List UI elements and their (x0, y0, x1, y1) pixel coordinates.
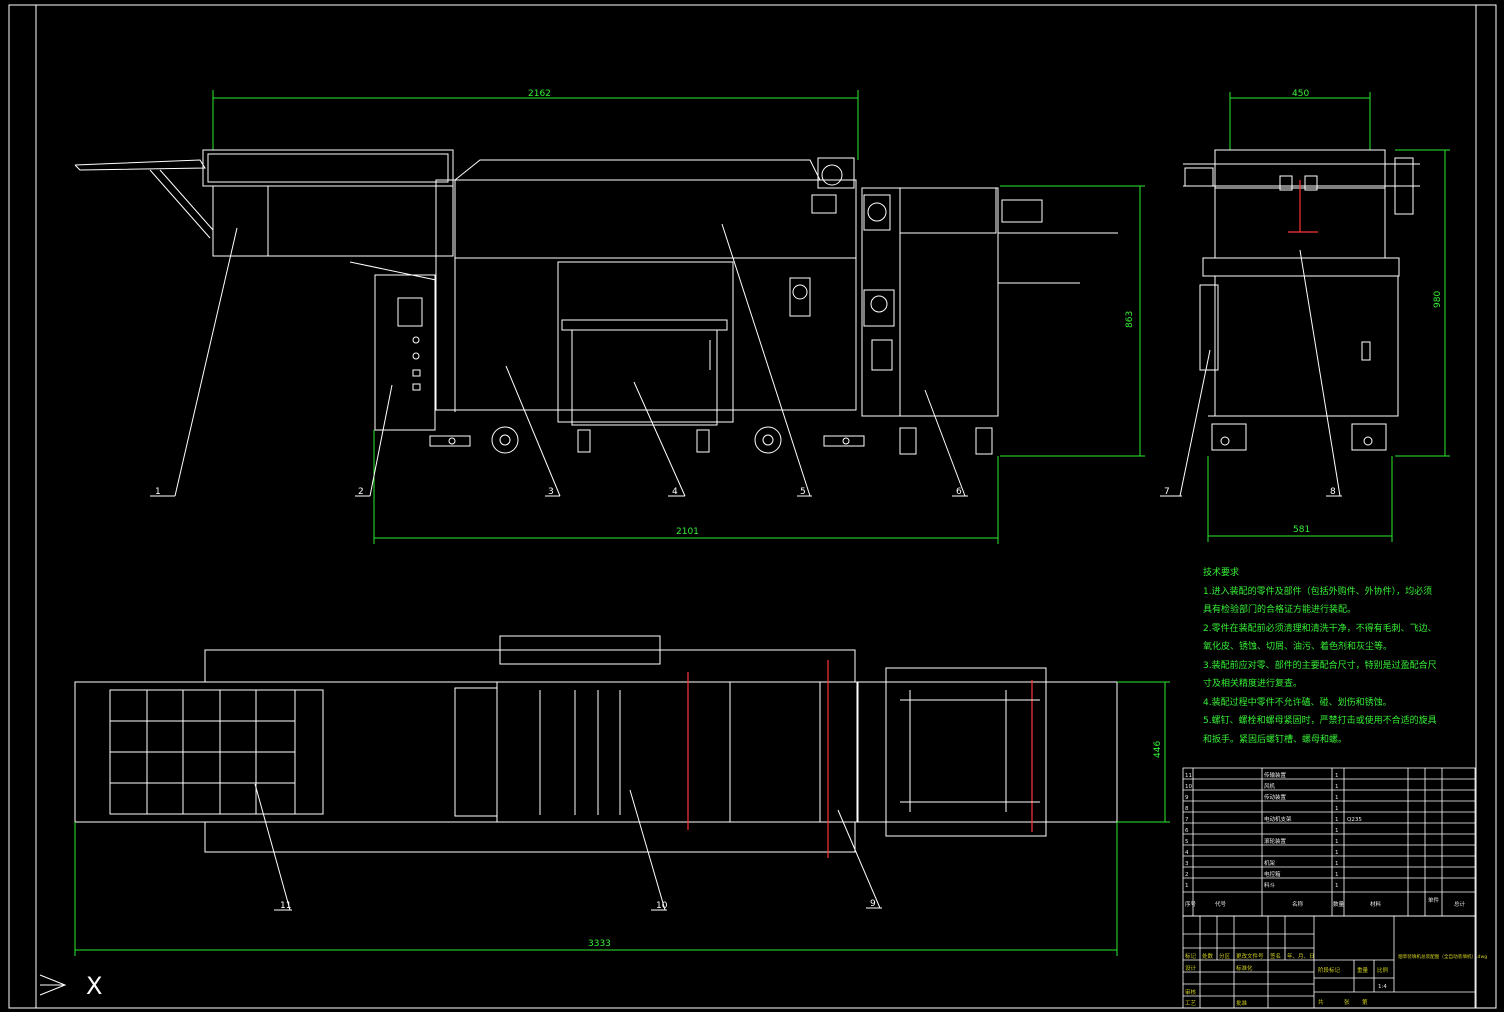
parts-header-no: 序号 (1185, 900, 1197, 908)
dim-front-length: 2162 (528, 89, 551, 99)
balloon-8: 8 (1330, 487, 1336, 497)
tech-line: 5.螺钉、螺栓和螺母紧固时，严禁打击或使用不合适的旋具 (1203, 714, 1437, 726)
parts-cell-qty: 1 (1335, 883, 1339, 889)
balloon-10: 10 (656, 901, 668, 911)
dim-side-height: 980 (1433, 291, 1443, 308)
front-leaders (150, 223, 968, 497)
title-scale: 比例 (1377, 966, 1389, 974)
balloon-6: 6 (956, 487, 962, 497)
title-change-doc: 更改文件号 (1236, 952, 1264, 960)
parts-header-name: 名称 (1292, 900, 1304, 908)
title-approve: 批准 (1236, 999, 1248, 1007)
title-count: 处数 (1202, 952, 1214, 960)
balloon-2: 2 (358, 487, 364, 497)
balloon-7: 7 (1164, 487, 1170, 497)
parts-header-code: 代号 (1215, 900, 1227, 908)
parts-cell-no: 9 (1185, 795, 1189, 801)
tech-line: 3.装配前应对零、部件的主要配合尺寸，特别是过盈配合尺 (1203, 659, 1437, 671)
side-view: 450 980 581 7 8 (1160, 89, 1450, 542)
title-zone: 分区 (1219, 952, 1231, 960)
title-date: 年、月、日 (1287, 952, 1315, 960)
title-design: 设计 (1185, 964, 1197, 972)
parts-cell-qty: 1 (1335, 784, 1339, 790)
parts-cell-name: 风机 (1264, 782, 1276, 790)
dim-front-height: 863 (1125, 311, 1135, 328)
inner-frame (35, 4, 1477, 1009)
title-review: 审核 (1185, 988, 1197, 996)
parts-cell-qty: 1 (1335, 773, 1339, 779)
balloon-5: 5 (800, 487, 806, 497)
tech-line: 4.装配过程中零件不允许磕、碰、划伤和锈蚀。 (1203, 696, 1392, 708)
balloon-1: 1 (155, 487, 161, 497)
balloon-3: 3 (548, 487, 554, 497)
ucs-label: X (86, 972, 102, 1000)
tech-line: 具有检验部门的合格证方能进行装配。 (1203, 603, 1356, 615)
parts-cell-no: 8 (1185, 806, 1189, 812)
tech-line: 和扳手。紧固后螺钉槽、螺母和螺。 (1203, 733, 1347, 745)
title-signature: 签名 (1270, 952, 1281, 960)
parts-cell-qty: 1 (1335, 861, 1339, 867)
parts-cell-qty: 1 (1335, 817, 1339, 823)
parts-cell-qty: 1 (1335, 839, 1339, 845)
parts-cell-no: 5 (1185, 839, 1189, 845)
parts-cell-no: 2 (1185, 872, 1189, 878)
tech-line: 1.进入装配的零件及部件（包括外购件、外协件），均必须 (1203, 585, 1432, 597)
title-weight: 重量 (1357, 966, 1369, 974)
parts-cell-no: 4 (1185, 850, 1189, 856)
parts-cell-no: 6 (1185, 828, 1189, 834)
parts-cell-material: Q235 (1347, 817, 1362, 823)
balloon-11: 11 (280, 901, 291, 911)
title-standardize: 标准化 (1236, 964, 1253, 972)
balloon-4: 4 (672, 487, 678, 497)
parts-cell-name: 机架 (1264, 859, 1276, 867)
dim-side-base: 581 (1293, 525, 1310, 535)
parts-cell-qty: 1 (1335, 806, 1339, 812)
dim-plan-width: 446 (1153, 741, 1163, 758)
dim-side-width: 450 (1292, 89, 1309, 99)
parts-header-qty: 数量 (1333, 900, 1345, 908)
title-process: 工艺 (1185, 1000, 1197, 1007)
technical-requirements: 技术要求 1.进入装配的零件及部件（包括外购件、外协件），均必须 具有检验部门的… (1203, 566, 1437, 745)
title-page: 第 (1362, 998, 1368, 1006)
front-balloons: 1 2 3 4 5 6 (155, 487, 962, 497)
front-view: 2162 (74, 89, 1145, 544)
parts-cell-name: 料斗 (1264, 881, 1276, 889)
outer-frame (8, 4, 1497, 1009)
tech-line: 寸及相关精度进行复查。 (1203, 677, 1302, 689)
title-scale-value: 1:4 (1378, 984, 1387, 990)
title-mark: 标记 (1185, 952, 1197, 960)
parts-cell-name: 电控箱 (1264, 870, 1281, 878)
tech-line: 氧化皮、锈蚀、切屑、油污、着色剂和灰尘等。 (1203, 640, 1392, 652)
parts-header-total-weight: 总计 (1454, 900, 1466, 908)
dim-total-length: 3333 (588, 939, 611, 949)
title-stage-mark: 阶段标记 (1318, 966, 1341, 974)
parts-cell-qty: 1 (1335, 872, 1339, 878)
dim-base-length: 2101 (676, 527, 699, 537)
parts-cell-qty: 1 (1335, 795, 1339, 801)
ucs-icon: X (39, 972, 102, 1000)
plan-view: 446 3333 11 10 9 (74, 635, 1170, 956)
parts-cell-no: 3 (1185, 861, 1189, 867)
parts-cell-no: 7 (1185, 817, 1189, 823)
parts-cell-name: 传输装置 (1264, 771, 1287, 779)
parts-cell-no: 11 (1185, 773, 1192, 779)
parts-cell-no: 10 (1185, 784, 1192, 790)
parts-cell-name: 滚轮装置 (1264, 837, 1287, 845)
balloon-9: 9 (870, 899, 876, 909)
tech-title: 技术要求 (1203, 566, 1239, 578)
title-sheet: 张 (1344, 998, 1350, 1006)
title-block: 标记 处数 分区 更改文件号 签名 年、月、日 设计 标准化 审核 工艺 批准 … (1182, 915, 1487, 1009)
tech-line: 2.零件在装配前必须清理和清洗干净，不得有毛刺、飞边、 (1203, 622, 1437, 634)
title-sheets: 共 (1318, 998, 1324, 1006)
parts-header-material: 材料 (1370, 900, 1382, 908)
parts-cell-no: 1 (1185, 883, 1189, 889)
parts-cell-name: 电动机支架 (1264, 815, 1292, 823)
drawing-title: 烟草装填机总装配图（全自动装填机）.dwg (1398, 953, 1487, 960)
parts-header-unit-weight: 单件 (1428, 896, 1440, 904)
parts-cell-qty: 1 (1335, 828, 1339, 834)
parts-cell-name: 传动装置 (1264, 793, 1287, 801)
parts-cell-qty: 1 (1335, 850, 1339, 856)
